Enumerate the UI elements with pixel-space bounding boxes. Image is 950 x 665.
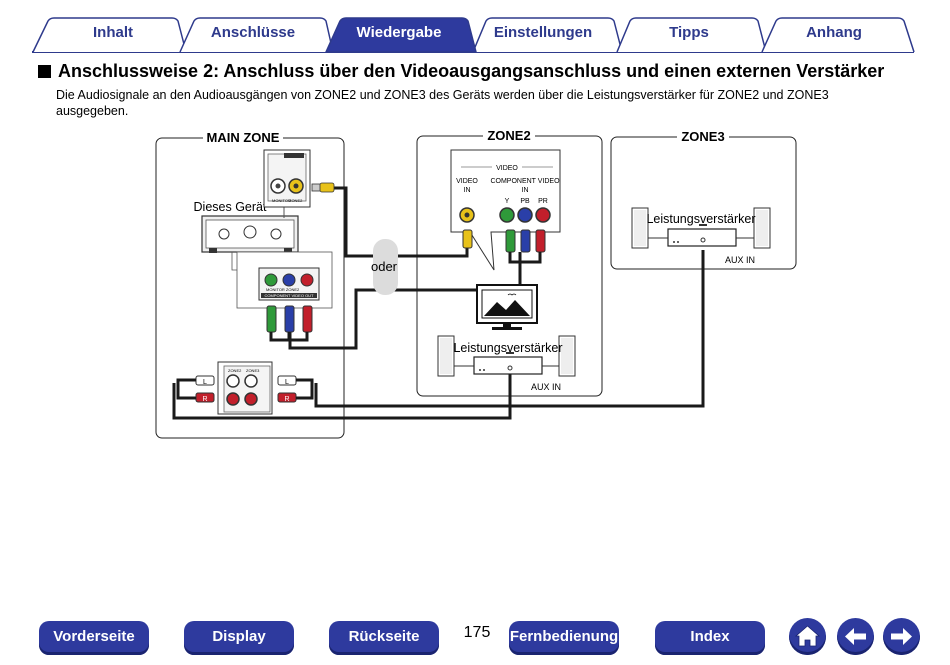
front-panel-button[interactable]: Vorderseite: [39, 621, 149, 655]
rear-panel-button[interactable]: Rückseite: [329, 621, 439, 655]
index-button[interactable]: Index: [655, 621, 765, 655]
component-cable: [288, 252, 522, 350]
tab-shape-einstellungen: [472, 17, 623, 53]
arrow-right-icon[interactable]: [883, 618, 920, 655]
tab-shape-tipps: [616, 17, 767, 53]
zone2-audio-cable: [172, 370, 512, 420]
jack-zone2-label: ZONE2: [289, 198, 303, 203]
y-label: Y: [505, 198, 510, 205]
remote-control-button[interactable]: Fernbedienung: [509, 621, 619, 655]
video-in-label-2: IN: [464, 187, 471, 194]
cables: [172, 186, 705, 420]
pb-label: PB: [520, 198, 530, 205]
pr-label: PR: [538, 198, 548, 205]
component-video-label: COMPONENT VIDEO: [490, 178, 560, 185]
amp-zone3-label: Leistungsverstärker: [646, 212, 755, 226]
zone3-audio-cable: [314, 250, 705, 408]
plug-r-left: R: [202, 396, 207, 403]
jack-monitor-zone2-label: MONITOR ZONE2: [266, 287, 300, 292]
video-group-label: VIDEO: [496, 165, 518, 172]
tv-icon: [476, 284, 538, 330]
tab-anhang[interactable]: Anhang: [806, 24, 862, 41]
jack-monitor-label: MONITOR: [272, 198, 291, 203]
display-button[interactable]: Display: [184, 621, 294, 655]
tab-anschluesse[interactable]: Anschlüsse: [210, 24, 296, 41]
jack-zone2-small-label: ZONE2: [228, 368, 242, 373]
section-heading: Anschlussweise 2: Anschluss über den Vid…: [38, 61, 884, 82]
zone2-label: ZONE2: [487, 128, 530, 143]
tab-bar-shapes: [32, 17, 915, 53]
connection-diagram: MAIN ZONE ZONE2 ZONE3 oder Dieses Gerät …: [155, 128, 797, 439]
tab-einstellungen[interactable]: Einstellungen: [493, 24, 593, 41]
aux-in-zone3-label: AUX IN: [725, 255, 755, 265]
aux-in-zone2-label: AUX IN: [531, 382, 561, 392]
zone3-label: ZONE3: [681, 129, 724, 144]
heading-square-icon: [38, 65, 51, 78]
or-label: oder: [371, 259, 398, 274]
plug-l-right: L: [285, 379, 289, 386]
plug-l-left: L: [203, 379, 207, 386]
tab-wiedergabe[interactable]: Wiedergabe: [356, 24, 442, 41]
heading-text: Anschlussweise 2: Anschluss über den Vid…: [58, 61, 885, 81]
tab-shape-wiedergabe: [324, 17, 477, 53]
video-in-label: VIDEO: [456, 178, 478, 185]
tab-shape-inhalt: [32, 17, 187, 53]
zone3-box: [610, 136, 797, 270]
tab-inhalt[interactable]: Inhalt: [93, 24, 133, 41]
component-in-label: IN: [522, 187, 529, 194]
plug-r-right: R: [284, 396, 289, 403]
video-cable: [322, 186, 469, 258]
amp-zone2-label: Leistungsverstärker: [453, 341, 562, 355]
zone2-amplifier: Leistungsverstärker AUX IN: [437, 335, 576, 392]
jack-comp-out-label: COMPONENT VIDEO OUT: [264, 293, 314, 298]
jack-zone3-small-label: ZONE3: [246, 368, 260, 373]
or-bubble: [373, 239, 398, 295]
zone3-amplifier: Leistungsverstärker AUX IN: [631, 207, 771, 265]
page-number: 175: [463, 624, 491, 641]
home-icon[interactable]: [789, 618, 826, 655]
arrow-left-icon[interactable]: [837, 618, 874, 655]
receiver-unit: Dieses Gerät: [194, 200, 299, 253]
tab-tipps[interactable]: Tipps: [669, 24, 709, 41]
intro-text: Die Audiosignale an den Audioausgängen v…: [56, 88, 829, 118]
main-zone-label: MAIN ZONE: [207, 130, 280, 145]
this-unit-label: Dieses Gerät: [194, 200, 267, 214]
tab-shape-anschluesse: [179, 17, 334, 53]
tab-shape-anhang: [761, 17, 915, 53]
